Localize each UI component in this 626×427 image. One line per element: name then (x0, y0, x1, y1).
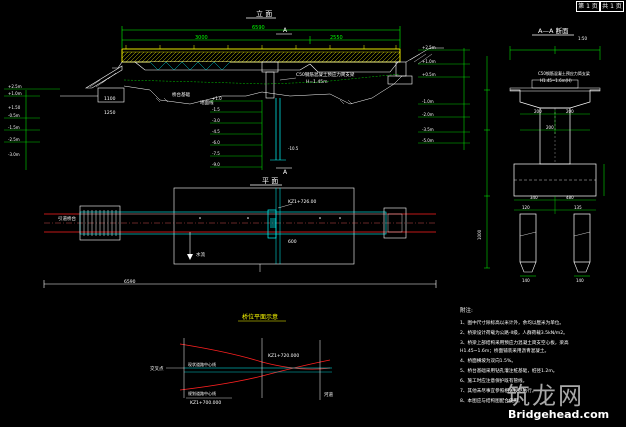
elev-left-3: -0.5m (8, 113, 20, 118)
watermark-cn: 筑龙网 (506, 382, 584, 410)
plan-dim-bottom: 6590 (124, 279, 136, 285)
elev-dim-total: 6590 (252, 25, 265, 31)
section-view: A—A 断面 1:50 C50钢筋混凝土预应力简支梁 H1.45~1.6m(H)… (477, 26, 605, 283)
note-3: 3、桥梁上部结构采用预应力混凝土简支空心板，梁高 (460, 339, 569, 346)
elev-center-4: -6.0 (212, 140, 220, 145)
section-note1: C50钢筋混凝土预应力简支梁 (538, 70, 590, 76)
section-dim-9: 140 (576, 278, 584, 283)
section-mark-top: A (283, 27, 288, 34)
elev-center-7: -10.5 (288, 146, 299, 151)
plan-view: 平 面 引道桥台 KZ1+726.00 600 (43, 177, 437, 288)
elev-dim-right: 2550 (330, 35, 343, 41)
plan-label-arrow: 水流 (196, 251, 205, 258)
elevation-title: 立 面 (256, 9, 272, 18)
note-7: 6、施工时应注意保护既有管线。 (460, 377, 527, 384)
alignment-label-kz2: KZ1+700.000 (190, 400, 221, 406)
note-1: 1、图中尺寸除标高以米计外，余均以厘米为单位。 (460, 319, 564, 326)
section-dim-2: 200 (546, 125, 554, 130)
elev-center-1: -1.5 (212, 107, 220, 112)
elev-center-3: -4.5 (212, 129, 220, 134)
alignment-label-road2: 规划道路中心线 (188, 390, 216, 396)
elev-note-pier: C50钢筋混凝土预应力简支梁 (296, 71, 355, 78)
elev-right-4: -2.0m (422, 112, 434, 117)
alignment-title: 桥位平面示意 (242, 313, 278, 321)
elev-center-2: -3.0 (212, 118, 220, 123)
elev-right-0: +2.5m (422, 45, 436, 50)
section-dim-4: 480 (566, 195, 574, 200)
section-dim-6: 120 (522, 205, 530, 210)
elev-center-0: +1.0 (212, 96, 222, 101)
elev-dim-base: 1100 (104, 96, 116, 102)
alignment-sketch: 桥位平面示意 交叉点 KZ1+720.000 现状道路中心线 规划道路中心线 K… (150, 313, 333, 406)
section-title: A—A 断面 (538, 26, 569, 35)
notes-block: 附注: 1、图中尺寸除标高以米计外，余均以厘米为单位。 2、桥梁设计荷载为公路-… (460, 306, 569, 404)
elev-right-markers: +2.5m +1.0m +0.5m -1.0m -2.0m -3.5m -5.0… (418, 45, 470, 150)
plan-label-grid: 600 (288, 239, 297, 245)
elev-right-3: -1.0m (422, 99, 434, 104)
section-dim-0: 200 (534, 109, 542, 114)
elev-right-6: -5.0m (422, 138, 434, 143)
titleblock-sheet-a: 第 1 页 (576, 1, 600, 12)
elev-dim-pile: 1250 (104, 110, 116, 116)
section-note2: H1.45~1.6m(H) (540, 78, 572, 83)
elev-center-5: -7.5 (212, 151, 220, 156)
note-4: H1.45~1.6m；桥面铺装采用沥青混凝土。 (460, 347, 549, 354)
note-8: 7、其他未尽事宜参照相关规范执行。 (460, 387, 536, 394)
alignment-label-kz1: KZ1+720.000 (268, 353, 299, 359)
elev-left-4: -1.5m (8, 125, 20, 130)
elev-left-5: -2.5m (8, 137, 20, 142)
section-dim-8: 140 (522, 278, 530, 283)
section-mark-bottom: A (283, 169, 288, 176)
note-2: 2、桥梁设计荷载为公路-II级，人群荷载3.5kN/m2。 (460, 329, 568, 336)
section-scale: 1:50 (578, 36, 587, 41)
notes-heading: 附注: (460, 306, 473, 314)
watermark-en: Bridgehead.com (508, 408, 610, 421)
elev-center-markers: +1.0 -1.5 -3.0 -4.5 -6.0 -7.5 -9.0 -10.5 (210, 96, 299, 170)
alignment-label-river: 河道 (324, 391, 333, 398)
elev-left-6: -3.0m (8, 152, 20, 157)
titleblock-sheet-b: 共 1 页 (600, 1, 624, 12)
section-dim-3: 340 (530, 195, 538, 200)
note-9: 8、本图应与结构图配合使用。 (460, 397, 523, 404)
elev-left-0: +2.5m (8, 84, 22, 89)
alignment-label-road1: 现状道路中心线 (188, 361, 216, 367)
alignment-label-tl: 交叉点 (150, 365, 164, 372)
elevation-view: 立 面 6590 3000 2550 (4, 9, 470, 176)
elev-left-2: +1.50 (8, 105, 21, 110)
note-5: 4、桥面横坡为双向1.5%。 (460, 357, 516, 364)
elev-note-left: 桥台基础 (172, 91, 190, 98)
elev-center-6: -9.0 (212, 162, 220, 167)
plan-label-center: KZ1+726.00 (288, 199, 317, 205)
elev-right-1: +1.0m (422, 59, 436, 64)
elev-note-ground: 地面线 (200, 99, 214, 106)
elev-right-5: -3.5m (422, 127, 434, 132)
plan-label-left: 引道桥台 (58, 215, 76, 222)
elev-left-1: +1.0m (8, 91, 22, 96)
plan-title: 平 面 (262, 177, 278, 185)
elev-dim-left: 3000 (195, 35, 208, 41)
note-6: 5、桥台基础采用钻孔灌注桩基础，桩径1.2m。 (460, 367, 557, 374)
elev-left-markers: +2.5m +1.0m +1.50 -0.5m -1.5m -2.5m -3.0… (4, 84, 60, 170)
section-dim-5: 1000 (477, 229, 482, 240)
section-dim-7: 135 (574, 205, 582, 210)
elev-right-2: +0.5m (422, 72, 436, 77)
